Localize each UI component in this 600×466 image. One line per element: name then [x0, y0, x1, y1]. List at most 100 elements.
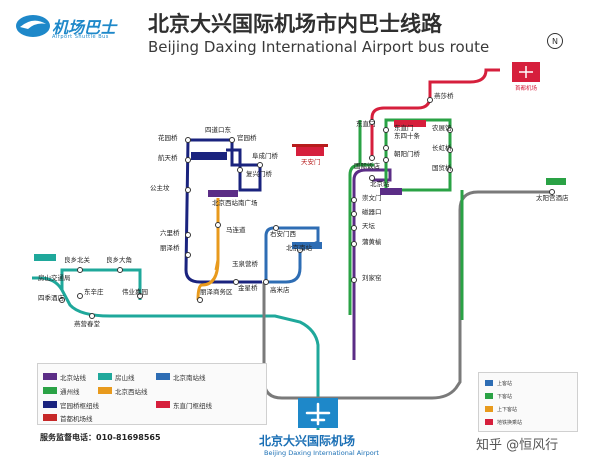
legend-label: 官园桥枢纽线 — [60, 402, 99, 410]
legend-label: 北京西站线 — [115, 388, 148, 396]
page-subtitle: Beijing Daxing International Airport bus… — [148, 38, 490, 56]
tiananmen-landmark: 天安门 — [292, 144, 328, 166]
station-dot — [257, 162, 263, 168]
route-airport-expressway — [262, 282, 320, 410]
capital-airport-marker: 首都机场 — [512, 62, 540, 92]
station-label: 马连道 — [226, 225, 246, 234]
station-dot — [447, 167, 453, 173]
station-dot — [117, 267, 123, 273]
station-dot — [427, 97, 433, 103]
station-label: 北京西站南广场 — [212, 198, 258, 207]
station-label: 太阳宫酒店 — [536, 193, 569, 202]
hub-badge — [546, 178, 566, 185]
station-label: 燕莎桥 — [434, 91, 454, 100]
station-label: 公主坟 — [150, 183, 170, 192]
station-dot — [549, 189, 555, 195]
hotline-label: 服务监督电话： — [40, 433, 96, 442]
station-label: 天坛 — [362, 221, 376, 230]
station-label: 六里桥 — [160, 228, 180, 237]
station-label: 良乡北关 — [64, 255, 91, 264]
station-dot — [383, 127, 389, 133]
legend-swatch — [43, 401, 57, 408]
route-chaoyang-loop — [384, 118, 452, 192]
station-dot — [369, 155, 375, 161]
station-dot — [351, 225, 357, 231]
capital-airport-label: 首都机场 — [515, 84, 538, 92]
station-markers — [59, 97, 555, 319]
station-label: 金星桥 — [238, 283, 258, 292]
station-dot — [229, 137, 235, 143]
station-dot — [185, 252, 191, 258]
station-label: 花园桥 — [158, 133, 178, 142]
station-dot — [185, 232, 191, 238]
station-label: 航天桥 — [158, 153, 178, 162]
station-dot — [89, 313, 95, 319]
station-label: 高米店 — [270, 285, 290, 294]
station-dot — [369, 175, 375, 181]
daxing-airport-name-en: Beijing Daxing International Airport — [264, 449, 379, 457]
station-dot — [351, 211, 357, 217]
station-dot — [185, 187, 191, 193]
station-label: 国贸桥 — [432, 163, 452, 172]
route-capital-airport-expressway — [318, 190, 552, 400]
station-dot — [215, 222, 221, 228]
station-label: 燕营春堂 — [74, 319, 101, 328]
station-dot — [447, 127, 453, 133]
station-dot — [185, 157, 191, 163]
station-dot — [137, 293, 143, 299]
station-label: 长虹桥 — [432, 143, 452, 152]
pickup-stop-icon — [485, 380, 493, 386]
daxing-airport-marker — [298, 398, 338, 428]
hub-badge — [191, 152, 227, 160]
hub-badge — [394, 120, 426, 127]
symbol-label: 上下客站 — [497, 407, 518, 413]
hub-badge — [292, 242, 322, 249]
service-hotline: 服务监督电话：010-81698565 — [40, 432, 161, 443]
legend-label: 通州线 — [60, 388, 80, 396]
legend-label: 东直门枢纽线 — [173, 402, 212, 410]
station-label: 四道口东 — [205, 125, 232, 134]
route-tongzhou — [348, 120, 374, 315]
airport-bus-logo-icon — [16, 15, 50, 37]
legend-swatch — [98, 373, 112, 380]
station-dot — [383, 145, 389, 151]
symbol-label: 上客站 — [497, 381, 513, 387]
station-dot — [263, 279, 269, 285]
station-dot — [447, 147, 453, 153]
legend-swatch — [156, 373, 170, 380]
symbol-label: 下客站 — [497, 394, 513, 400]
dropoff-stop-icon — [485, 393, 493, 399]
station-label: 农展馆 — [432, 123, 452, 132]
route-beijing-west — [196, 198, 220, 301]
station-label: 朝阳门桥 — [394, 149, 421, 158]
station-dot — [77, 293, 83, 299]
legend-label: 房山线 — [115, 374, 135, 382]
logo-subtitle: Airport Shuttle Bus — [52, 34, 109, 40]
station-dot — [233, 279, 239, 285]
station-label: 北京站 — [370, 179, 390, 188]
station-label: 崇文门 — [362, 193, 382, 202]
compass-north-icon: N — [547, 33, 563, 49]
hub-badge — [34, 254, 56, 261]
subway-transfer-icon — [485, 419, 493, 425]
hub-badge — [208, 190, 238, 197]
station-label: 刘家窑 — [362, 273, 382, 282]
route-guanyuanqiao — [184, 138, 262, 284]
station-dot — [237, 167, 243, 173]
logo-text: 机场巴士 — [52, 18, 117, 37]
legend-swatch — [43, 414, 57, 421]
route-beijing-station — [352, 168, 392, 360]
legend-swatch — [43, 387, 57, 394]
route-fangshan-branch — [60, 268, 142, 300]
station-label: 东直门 — [394, 123, 414, 132]
hub-badge — [380, 188, 402, 195]
station-label: 四季酒店 — [38, 293, 65, 302]
station-label: 丽泽桥 — [160, 243, 180, 252]
legend-label: 北京南站线 — [173, 374, 206, 382]
station-dot — [369, 119, 375, 125]
station-dot — [351, 241, 357, 247]
station-label: 丽泽商务区 — [200, 287, 233, 296]
compass-label: N — [552, 37, 558, 46]
